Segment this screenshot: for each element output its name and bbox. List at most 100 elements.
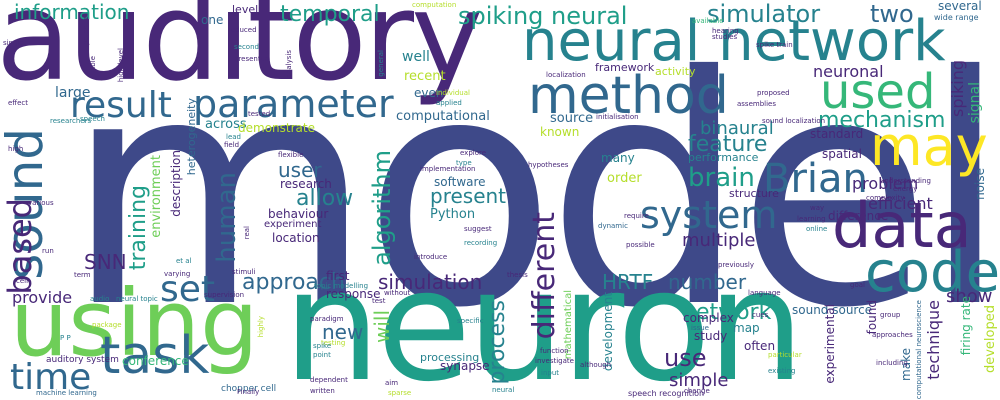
word-second: second xyxy=(234,43,259,51)
word-recent: recent xyxy=(404,69,446,84)
word-new: new xyxy=(322,320,364,344)
word-function: function xyxy=(540,347,569,355)
word-topic-modelling: topic modelling xyxy=(314,282,369,290)
word-localization: localization xyxy=(546,71,586,79)
word-group: group xyxy=(880,311,901,319)
word-hypotheses: hypotheses xyxy=(528,161,569,169)
word-approach: approach xyxy=(242,270,345,295)
word-type: type xyxy=(456,159,472,167)
word-existing: existing xyxy=(768,367,796,375)
word-set: set xyxy=(160,269,216,310)
word-research: research xyxy=(280,177,332,191)
word-known: known xyxy=(540,125,580,139)
word-testing: testing xyxy=(321,339,346,347)
word-user: user xyxy=(278,158,322,182)
word-simulation: simulation xyxy=(378,270,483,294)
word-location: location xyxy=(272,231,320,245)
word-individual: individual xyxy=(436,89,470,97)
word-first: first xyxy=(326,269,350,283)
word-change: change xyxy=(684,387,710,395)
word-computational: computational xyxy=(396,109,490,124)
word-potential: potential xyxy=(82,14,90,46)
word-standard: standard xyxy=(810,127,864,141)
word-run: run xyxy=(42,247,54,255)
word-language: language xyxy=(748,289,781,297)
word-experiment: experiment xyxy=(264,219,322,230)
word-brian: Brian xyxy=(763,156,868,202)
word-firing-rate: firing rate xyxy=(959,296,973,356)
word-large: large xyxy=(55,85,91,101)
word-feature: feature xyxy=(688,132,768,157)
word-snn: SNN xyxy=(84,250,127,274)
word-presented: presented xyxy=(234,55,270,63)
word-process: process xyxy=(485,300,510,385)
word-spike: spike xyxy=(313,342,332,350)
word-spike-train: spike train xyxy=(756,41,793,49)
word-finally: Finally xyxy=(237,388,260,396)
word-real: real xyxy=(243,226,251,240)
word-previously: previously xyxy=(718,261,755,269)
word-suggest: suggest xyxy=(464,225,492,233)
word-provide: provide xyxy=(12,288,73,307)
word-possible: possible xyxy=(626,241,655,249)
word-aim: aim xyxy=(385,379,399,387)
word-complexity: complexity xyxy=(866,194,905,202)
word-performance: performance xyxy=(688,151,759,164)
word-result: result xyxy=(70,85,172,126)
word-point: point xyxy=(313,351,331,359)
word-two: two xyxy=(870,0,914,28)
word-study: study xyxy=(694,329,728,343)
word-hearing: hearing xyxy=(712,27,739,35)
word-single: single xyxy=(3,39,24,47)
word-environment: environment xyxy=(149,155,164,238)
word-high-level: high level xyxy=(117,48,125,83)
word-order: order xyxy=(607,171,642,186)
word-understanding: understanding xyxy=(880,177,931,185)
word-various: various xyxy=(28,199,54,207)
word-general: general xyxy=(377,50,385,77)
word-many: many xyxy=(601,151,635,165)
word-spiking-neural: spiking neural xyxy=(458,2,628,30)
word-task: task xyxy=(100,326,210,386)
word-tested: tested xyxy=(248,110,271,118)
word-written: written xyxy=(310,387,335,395)
word-source: source xyxy=(550,111,594,126)
word-using: using xyxy=(10,270,259,377)
word-complex: complex xyxy=(683,311,734,325)
word-multiple: multiple xyxy=(682,230,756,251)
word-dynamic: dynamic xyxy=(598,222,628,230)
word-wide-range: wide range xyxy=(934,13,979,22)
word-different: different xyxy=(527,212,562,340)
word-algorithm: algorithm xyxy=(368,150,396,266)
word-found: found xyxy=(865,300,879,335)
word-mechanism: mechanism xyxy=(818,108,946,133)
word-data: data xyxy=(832,189,972,262)
word-technique: technique xyxy=(924,300,943,380)
word-effect: effect xyxy=(8,99,29,107)
word-simple: simple xyxy=(669,370,729,391)
word-specific: specific xyxy=(457,317,484,325)
word-investigate: investigate xyxy=(535,357,574,365)
word-although: although xyxy=(580,361,612,369)
word-auditory: auditory xyxy=(0,0,483,108)
word-initialisation: initialisation xyxy=(596,113,639,121)
word-one: one xyxy=(201,13,224,27)
word-machine-learning: machine learning xyxy=(36,389,97,397)
word-spiking: spiking xyxy=(948,60,967,117)
word-training: training xyxy=(126,185,151,271)
word-neural: neural xyxy=(492,386,515,394)
word-cell: cell xyxy=(16,277,29,285)
word-parameter: parameter xyxy=(193,82,394,126)
word-efficient: efficient xyxy=(868,194,933,213)
word-well: well xyxy=(402,49,430,65)
word-conference: conference xyxy=(122,354,189,368)
word-highly: highly xyxy=(257,316,265,338)
word-difference: difference xyxy=(828,209,889,223)
word-map: map xyxy=(733,321,760,335)
word-demonstrate: demonstrate xyxy=(238,121,315,135)
word-model: model xyxy=(65,9,1000,377)
word-approaches: approaches xyxy=(872,331,913,339)
word-flexible: flexible xyxy=(278,151,304,159)
word-goal: goal xyxy=(850,281,865,289)
word-et-al: et al xyxy=(176,257,192,265)
